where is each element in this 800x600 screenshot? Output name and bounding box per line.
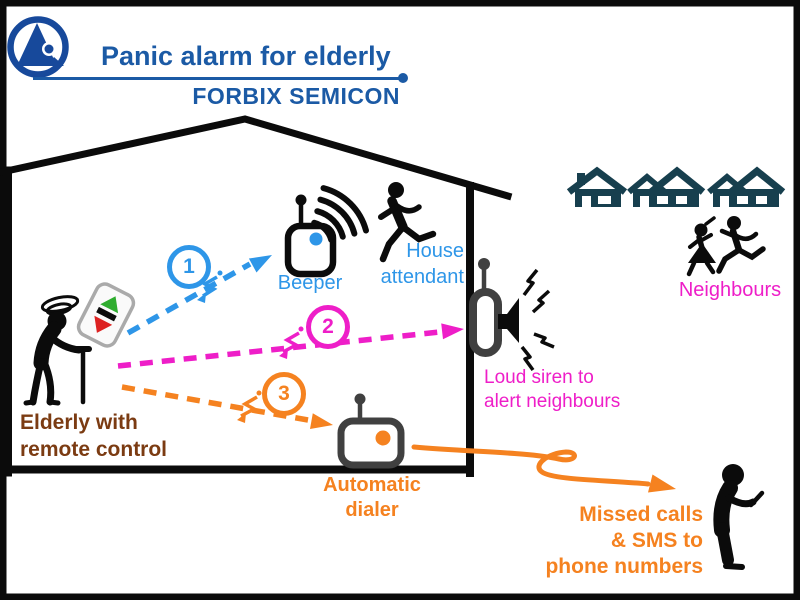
roof: [0, 115, 513, 201]
house-outline: [0, 115, 513, 477]
remote-down-button: [94, 315, 113, 333]
double-house-icon: [707, 166, 786, 207]
neighbours-icon: [686, 216, 766, 277]
siren-label: Loud siren to alert neighbours: [484, 366, 620, 414]
phone-person-icon: [713, 464, 765, 570]
step-2-badge: 2: [306, 305, 350, 349]
elderly-person-icon: [23, 295, 92, 406]
brand-underline: [33, 77, 399, 80]
arrow-2-to-siren: [117, 323, 464, 369]
double-house-icon: [627, 166, 706, 207]
small-house-icon: [566, 166, 628, 207]
dialer-led: [375, 430, 391, 446]
remote-up-button: [100, 296, 119, 314]
signal-mark-1: [197, 270, 223, 303]
siren-icon: [469, 258, 555, 372]
siren-sound-bolts-icon: [520, 268, 555, 372]
step-2-number: 2: [322, 315, 334, 338]
siren-line-1: Loud siren to: [484, 367, 594, 388]
missed-line-1: Missed calls: [579, 503, 703, 526]
running-man-icon: [716, 216, 766, 274]
beeper-icon: [284, 185, 369, 278]
missed-calls-label: Missed calls & SMS to phone numbers: [545, 502, 703, 580]
forbix-logo-icon: [7, 16, 69, 78]
elderly-label: Elderly with remote control: [20, 409, 167, 463]
signal-mark-2: [279, 326, 304, 359]
step-1-number: 1: [183, 255, 195, 278]
beeper-led: [309, 232, 323, 246]
step-3-number: 3: [278, 382, 290, 405]
remote-control-icon: [76, 282, 136, 348]
siren-horn-icon: [498, 298, 519, 343]
house-attendant-label: House attendant: [381, 238, 464, 290]
page-title: Panic alarm for elderly: [101, 41, 391, 71]
squiggle-arrow-to-phone: [411, 444, 676, 493]
running-woman-icon: [686, 216, 716, 277]
house-attendant-icon: [378, 182, 437, 263]
dialer-line-2: dialer: [345, 499, 399, 521]
siren-line-2: alert neighbours: [484, 391, 621, 412]
missed-line-3: phone numbers: [545, 555, 703, 578]
phone-icon: [748, 490, 765, 508]
brand-underline-dot: [398, 73, 408, 83]
elderly-line-1: Elderly with: [20, 411, 138, 434]
arrow-1-to-beeper: [126, 255, 272, 336]
neighbours-label: Neighbours: [678, 279, 782, 301]
automatic-dialer-icon: [337, 393, 405, 469]
attendant-line-1: House: [406, 240, 464, 262]
step-1-badge: 1: [167, 245, 211, 289]
step-3-badge: 3: [262, 372, 306, 416]
wifi-waves-icon: [311, 185, 369, 243]
attendant-line-2: attendant: [380, 266, 464, 288]
automatic-dialer-label: Automatic dialer: [312, 473, 432, 523]
missed-line-2: & SMS to: [610, 529, 703, 552]
dialer-line-1: Automatic: [323, 474, 421, 496]
beeper-label: Beeper: [277, 272, 343, 294]
elderly-line-2: remote control: [20, 438, 168, 461]
neighbour-houses-icon: [566, 166, 786, 207]
signal-mark-3: [237, 390, 262, 423]
brand-name: FORBIX SEMICON: [192, 83, 400, 109]
